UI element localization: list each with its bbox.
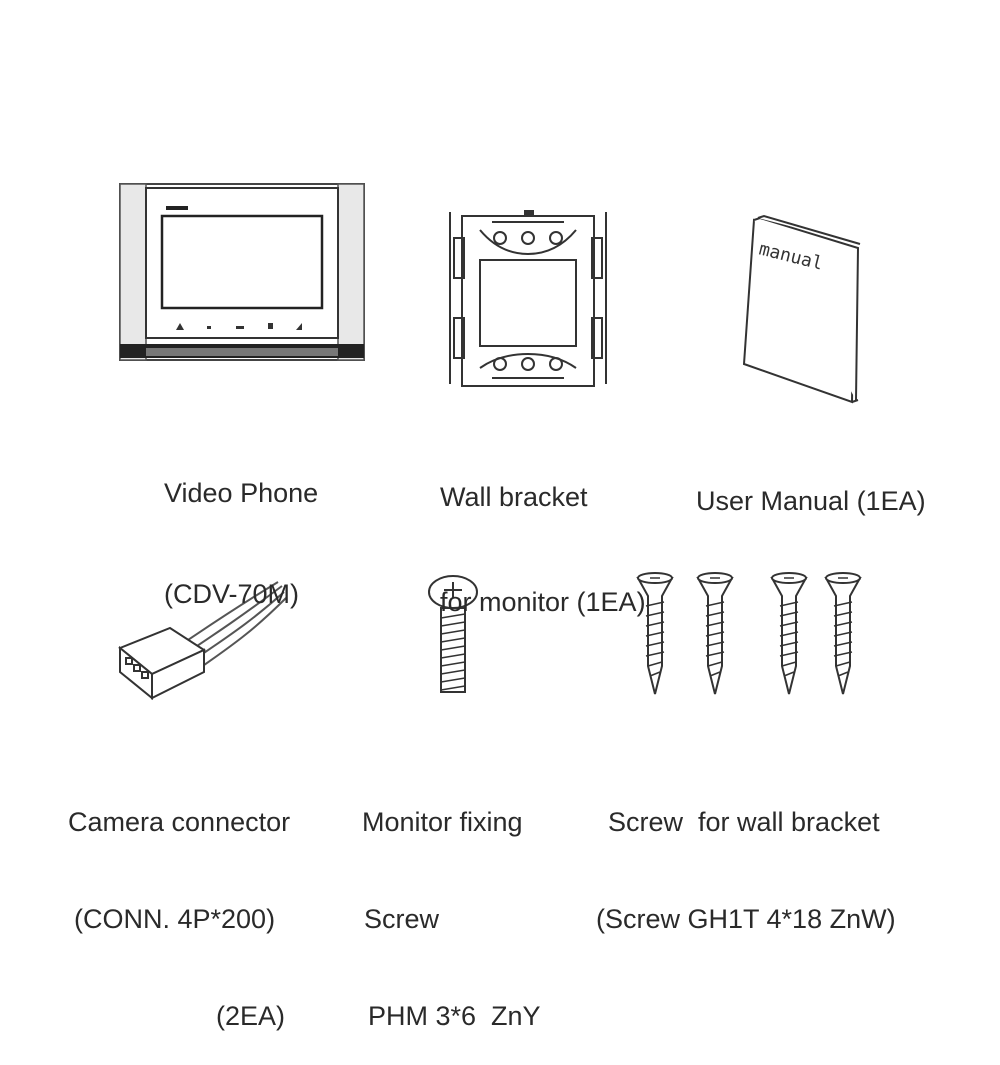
monitor-screw-icon xyxy=(428,575,478,693)
camera-connector-label-line1: Camera connector xyxy=(68,806,291,837)
video-phone-label: Video Phone (CDV-70M) xyxy=(164,412,318,643)
monitor-screw-label-line2: Screw xyxy=(364,903,440,934)
wall-bracket-label-line1: Wall bracket xyxy=(440,481,588,512)
video-phone-label-line2: (CDV-70M) xyxy=(164,578,300,609)
camera-connector-label-line2: (CONN. 4P*200) xyxy=(74,903,276,934)
wall-bracket-icon xyxy=(449,210,607,387)
monitor-screw-label: Monitor fixing Screw PHM 3*6 ZnY xyxy=(362,741,541,1065)
user-manual-label: User Manual (1EA) xyxy=(696,420,926,550)
wall-screws-icon xyxy=(637,572,861,695)
monitor-screw-label-line3: PHM 3*6 ZnY xyxy=(368,1001,541,1032)
wall-screws-label-line2: (Screw GH1T 4*18 ZnW) xyxy=(596,903,896,934)
wall-bracket-label: Wall bracket for monitor (1EA) xyxy=(440,416,646,651)
wall-screws-label: Screw for wall bracket (Screw GH1T 4*18 … xyxy=(596,741,896,968)
camera-connector-label: Camera connector (CONN. 4P*200) (2EA) xyxy=(68,741,290,1065)
video-phone-label-line1: Video Phone xyxy=(164,477,319,508)
monitor-screw-label-line1: Monitor fixing xyxy=(362,806,523,837)
camera-connector-icon xyxy=(118,581,287,701)
wall-screws-label-line1: Screw for wall bracket xyxy=(608,806,880,837)
camera-connector-label-line3: (2EA) xyxy=(216,1001,286,1032)
wall-bracket-label-line2: for monitor (1EA) xyxy=(440,586,646,617)
video-phone-icon xyxy=(119,183,365,361)
user-manual-label-line1: User Manual (1EA) xyxy=(696,485,926,516)
user-manual-icon: manual xyxy=(742,214,861,404)
